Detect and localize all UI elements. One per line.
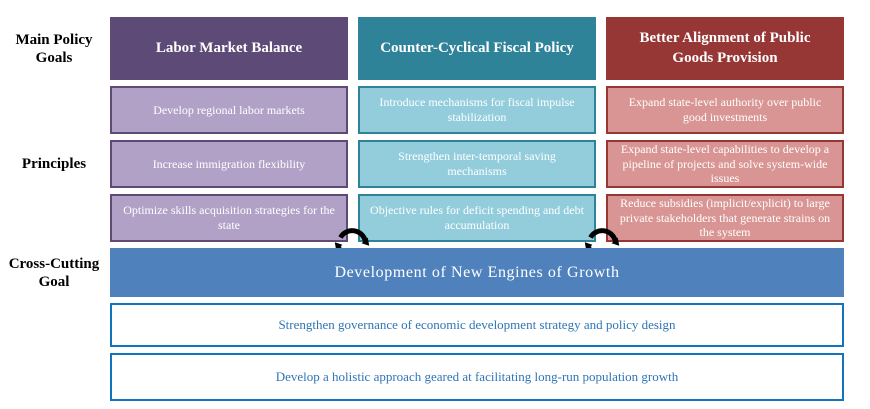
main-goal-header-public-goods: Better Alignment of Public Goods Provisi… <box>606 17 844 80</box>
principle-box: Strengthen inter-temporal saving mechani… <box>358 140 596 188</box>
principle-box: Increase immigration flexibility <box>110 140 348 188</box>
principle-box: Expand state-level capabilities to devel… <box>606 140 844 188</box>
column-counter-cyclical-fiscal: Counter-Cyclical Fiscal Policy Introduce… <box>358 17 596 248</box>
principle-box: Objective rules for deficit spending and… <box>358 194 596 242</box>
row-label-main-policy-goals: Main Policy Goals <box>15 31 93 66</box>
row-label-principles: Principles <box>21 156 87 172</box>
principle-box: Introduce mechanisms for fiscal impulse … <box>358 86 596 134</box>
cross-cutting-goal-banner: Development of New Engines of Growth <box>110 248 844 297</box>
cross-cutting-item: Strengthen governance of economic develo… <box>110 303 844 347</box>
column-labor-market-balance: Labor Market Balance Develop regional la… <box>110 17 348 248</box>
column-public-goods-provision: Better Alignment of Public Goods Provisi… <box>606 17 844 248</box>
cross-cutting-item: Develop a holistic approach geared at fa… <box>110 353 844 401</box>
principle-box: Reduce subsidies (implicit/explicit) to … <box>606 194 844 242</box>
row-label-cross-cutting-goal: Cross-Cutting Goal <box>8 255 100 290</box>
principle-box: Optimize skills acquisition strategies f… <box>110 194 348 242</box>
main-goal-header-labor-market: Labor Market Balance <box>110 17 348 80</box>
main-goal-header-fiscal-policy: Counter-Cyclical Fiscal Policy <box>358 17 596 80</box>
principle-box: Expand state-level authority over public… <box>606 86 844 134</box>
principle-box: Develop regional labor markets <box>110 86 348 134</box>
